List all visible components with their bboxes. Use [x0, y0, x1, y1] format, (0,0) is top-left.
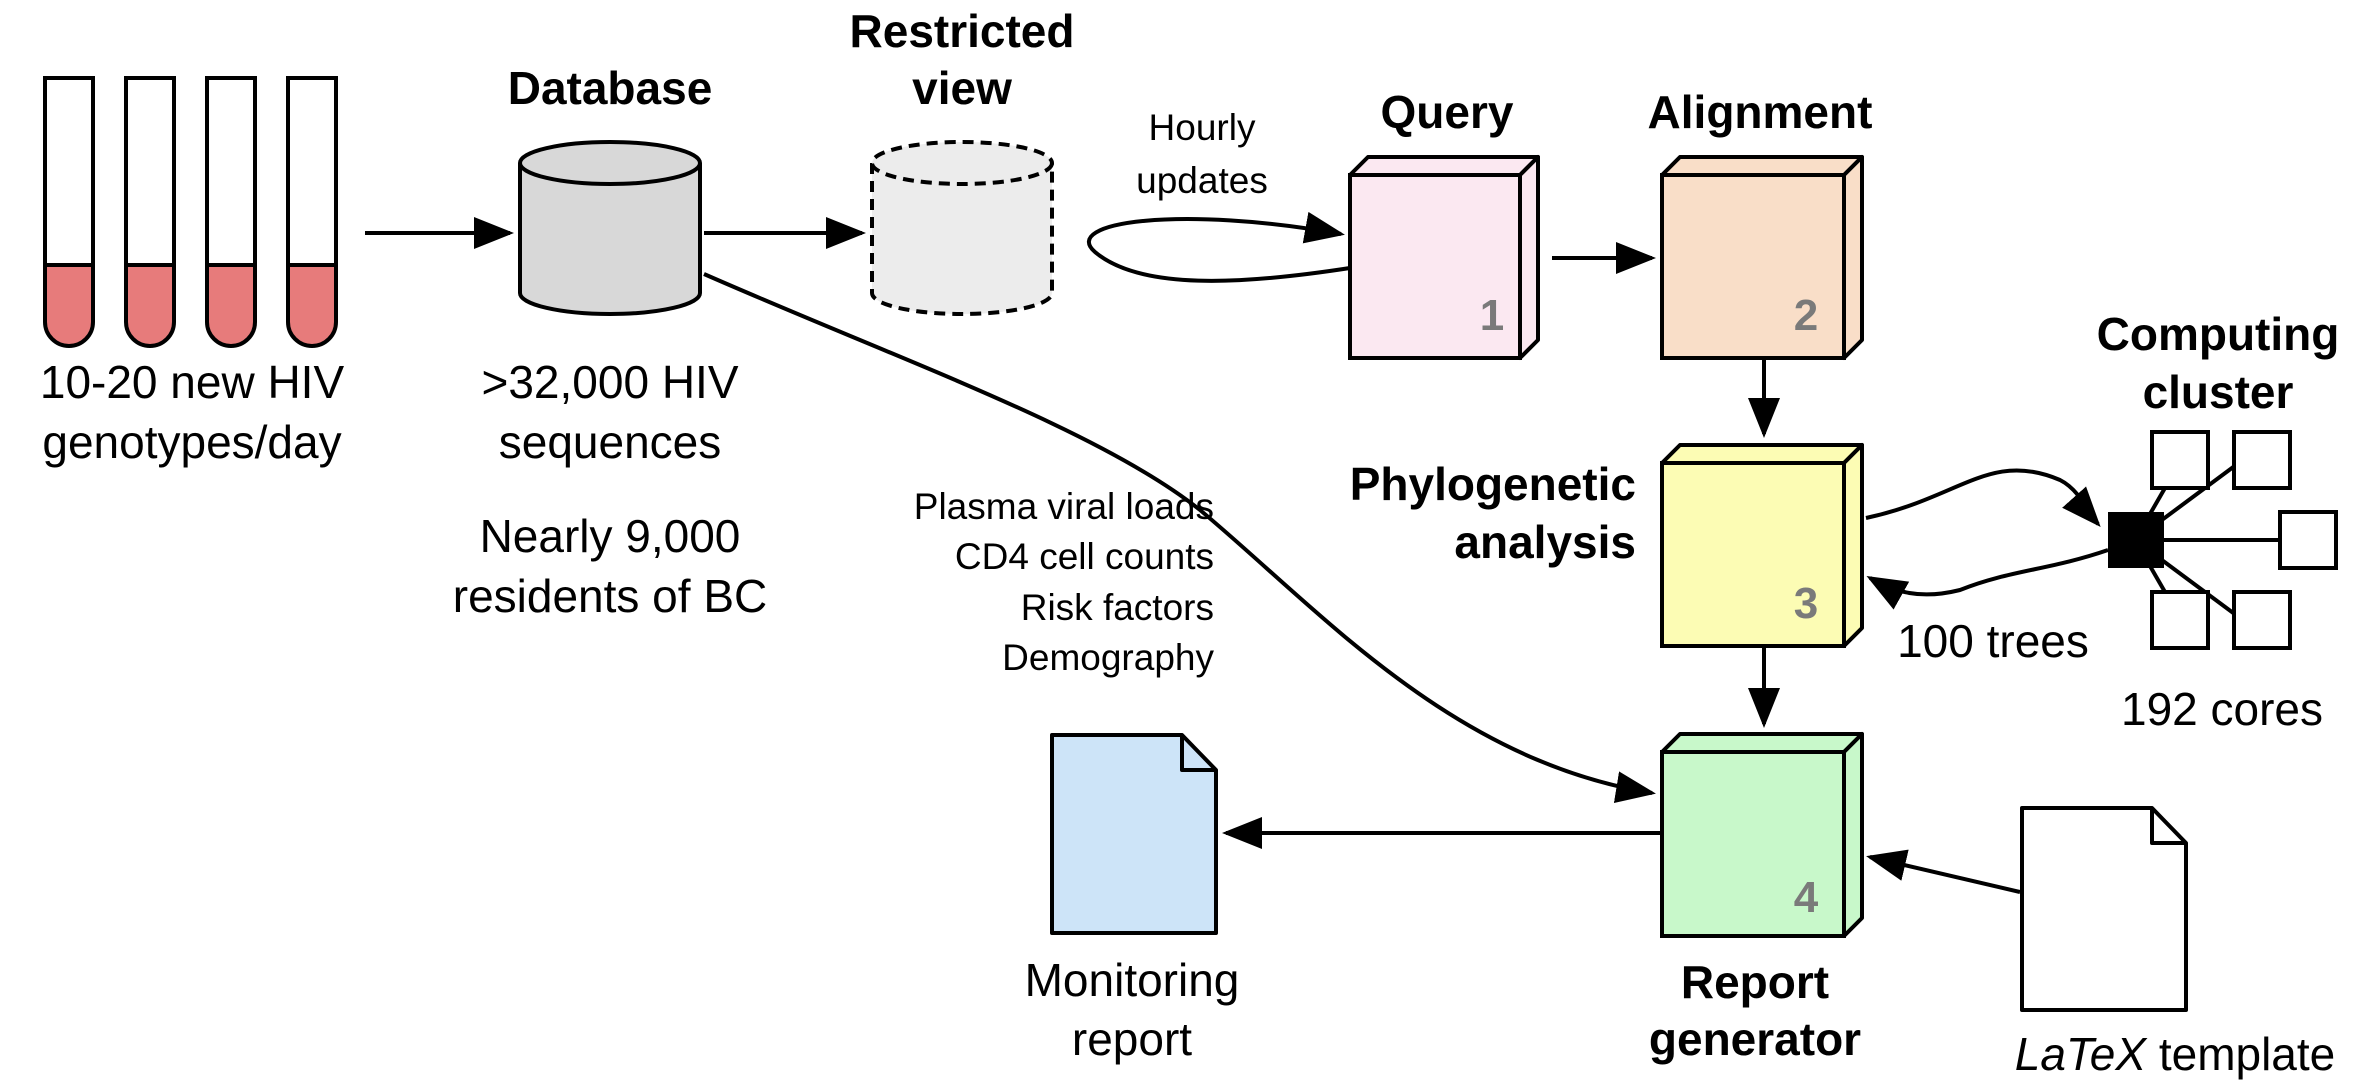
step-3-number: 3 [1794, 579, 1818, 628]
step-3-phylogenetic-box: 3 [1660, 443, 1864, 648]
sample-tubes [43, 76, 338, 348]
database-title: Database [508, 62, 713, 114]
hourly-updates-line2: updates [1136, 160, 1268, 201]
step-4-report-box: 4 [1660, 732, 1864, 938]
tube-4-liquid [288, 265, 336, 346]
step-2-number: 2 [1794, 291, 1818, 340]
database-line2: sequences [499, 416, 722, 468]
step-1-query-box: 1 [1348, 155, 1540, 360]
arrow-phylogenetic-to-cluster [1865, 468, 2101, 527]
cluster-node-5 [2232, 590, 2292, 650]
monitoring-report-line2: report [1072, 1013, 1192, 1065]
cluster-title-line2: cluster [2143, 366, 2294, 418]
monitoring-report-line1: Monitoring [1025, 954, 1240, 1006]
monitoring-report-document-icon [1050, 733, 1218, 935]
restricted-view-title-line2: view [912, 62, 1012, 114]
arrow-hourly-updates-loop [1086, 211, 1351, 283]
database-line4: residents of BC [453, 570, 767, 622]
arrow-cluster-to-phylogenetic [1866, 548, 2109, 610]
tubes-label-line2: genotypes/day [42, 416, 341, 468]
cluster-node-4 [2150, 590, 2210, 650]
arrow-template-to-report [1866, 849, 2021, 894]
database-icon [518, 140, 702, 316]
tube-1 [43, 76, 95, 348]
step-2-alignment-box: 2 [1660, 155, 1864, 360]
arrow-database-to-report [703, 272, 1656, 803]
tube-3 [205, 76, 257, 348]
tube-2-liquid [126, 265, 174, 346]
cluster-cores-label: 192 cores [2121, 683, 2323, 735]
step-2-title: Alignment [1648, 86, 1873, 138]
step-4-title-line1: Report [1681, 956, 1829, 1008]
hourly-updates-line1: Hourly [1149, 107, 1256, 148]
restricted-view-title-line1: Restricted [850, 5, 1075, 57]
step-3-title-line2: analysis [1454, 516, 1636, 568]
tube-1-liquid [45, 265, 93, 346]
step-4-number: 4 [1794, 873, 1819, 922]
cluster-trees-label: 100 trees [1897, 615, 2089, 667]
tubes-label-line1: 10-20 new HIV [40, 356, 345, 408]
step-4-title-line2: generator [1649, 1013, 1861, 1065]
restricted-view-icon [870, 140, 1054, 316]
tube-4 [286, 76, 338, 348]
latex-template-document-icon [2020, 806, 2188, 1012]
step-1-title: Query [1381, 86, 1514, 138]
cluster-hub-node [2108, 512, 2164, 568]
clinical-data-4: Demography [1002, 637, 1214, 678]
cluster-node-3 [2278, 510, 2338, 570]
template-label: LaTeX template [2015, 1028, 2336, 1080]
step-1-number: 1 [1480, 291, 1504, 340]
clinical-data-1: Plasma viral loads [914, 486, 1214, 527]
cluster-node-1 [2150, 430, 2210, 490]
clinical-data-2: CD4 cell counts [955, 536, 1214, 577]
tube-2 [124, 76, 176, 348]
cluster-title-line1: Computing [2097, 308, 2340, 360]
database-line3: Nearly 9,000 [480, 510, 741, 562]
tube-3-liquid [207, 265, 255, 346]
database-line1: >32,000 HIV [481, 356, 738, 408]
template-label-italic: LaTeX [2015, 1028, 2149, 1080]
step-3-title-line1: Phylogenetic [1350, 458, 1636, 510]
cluster-network [2108, 430, 2338, 650]
cluster-node-2 [2232, 430, 2292, 490]
clinical-data-3: Risk factors [1021, 587, 1214, 628]
template-label-rest: template [2146, 1028, 2335, 1080]
